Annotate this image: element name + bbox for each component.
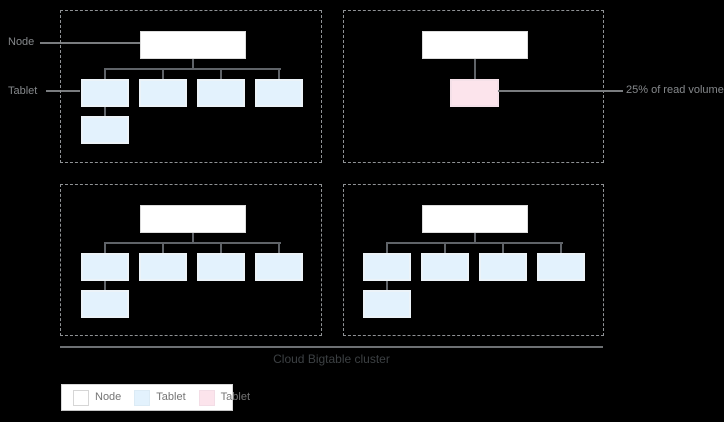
- legend-swatch-tablet: [134, 389, 151, 406]
- connector-stub: [444, 243, 446, 253]
- legend-item-hotspot-tablet: Tablet: [198, 389, 251, 406]
- cluster-title: Cloud Bigtable cluster: [273, 352, 390, 366]
- connector-stub: [278, 69, 280, 79]
- connector-stub: [386, 243, 388, 253]
- connector-stub: [162, 69, 164, 79]
- connector-node-stem: [474, 233, 476, 242]
- legend-item-node: Node: [73, 389, 122, 406]
- hotspot-tablet-box: [450, 79, 499, 107]
- node-callout-leader-line: [40, 42, 140, 44]
- connector-stub: [220, 69, 222, 79]
- cluster-divider-line: [60, 346, 603, 348]
- tablet-callout-leader-line: [46, 90, 80, 92]
- node-group-panel-3: [60, 184, 322, 336]
- connector-overflow-stem: [386, 281, 388, 290]
- tablet-box: [81, 253, 129, 281]
- tablet-box: [255, 253, 303, 281]
- tablet-box: [139, 79, 187, 107]
- node-box: [422, 205, 528, 233]
- connector-stub: [104, 243, 106, 253]
- tablet-box: [81, 79, 129, 107]
- tablet-box: [363, 253, 411, 281]
- tablet-box: [81, 290, 129, 318]
- tablet-box: [421, 253, 469, 281]
- connector-stub: [162, 243, 164, 253]
- connector-overflow-stem: [104, 107, 106, 116]
- legend-label-tablet: Tablet: [156, 391, 186, 403]
- connector-bus: [104, 242, 281, 244]
- tablet-box: [255, 79, 303, 107]
- connector-stub: [104, 69, 106, 79]
- node-group-panel-2-hotspot: [343, 10, 604, 163]
- node-callout-label: Node: [8, 36, 35, 48]
- connector-bus: [104, 68, 281, 70]
- tablet-box: [197, 79, 245, 107]
- connector-stub: [502, 243, 504, 253]
- node-group-panel-4: [343, 184, 604, 336]
- connector-stub: [220, 243, 222, 253]
- connector-stub: [560, 243, 562, 253]
- node-box: [140, 31, 246, 59]
- connector-node-stem: [192, 59, 194, 68]
- node-box: [422, 31, 528, 59]
- node-box: [140, 205, 246, 233]
- tablet-box: [537, 253, 585, 281]
- legend-swatch-hotspot-tablet: [198, 389, 215, 406]
- hotspot-annotation-label: 25% of read volume: [626, 84, 724, 96]
- legend-label-node: Node: [95, 391, 122, 403]
- connector-stub: [278, 243, 280, 253]
- legend: Node Tablet Tablet: [61, 384, 250, 411]
- hotspot-leader-line: [498, 90, 623, 92]
- node-group-panel-1: [60, 10, 322, 163]
- tablet-box: [139, 253, 187, 281]
- legend-swatch-node: [73, 389, 89, 406]
- tablet-callout-label: Tablet: [8, 85, 38, 97]
- tablet-box: [363, 290, 411, 318]
- connector-node-stem: [192, 233, 194, 242]
- connector-node-stem: [474, 59, 476, 79]
- tablet-box: [81, 116, 129, 144]
- legend-label-hotspot-tablet: Tablet: [220, 391, 251, 403]
- legend-item-tablet: Tablet: [134, 389, 186, 406]
- tablet-box: [479, 253, 527, 281]
- connector-overflow-stem: [104, 281, 106, 290]
- tablet-box: [197, 253, 245, 281]
- connector-bus: [386, 242, 563, 244]
